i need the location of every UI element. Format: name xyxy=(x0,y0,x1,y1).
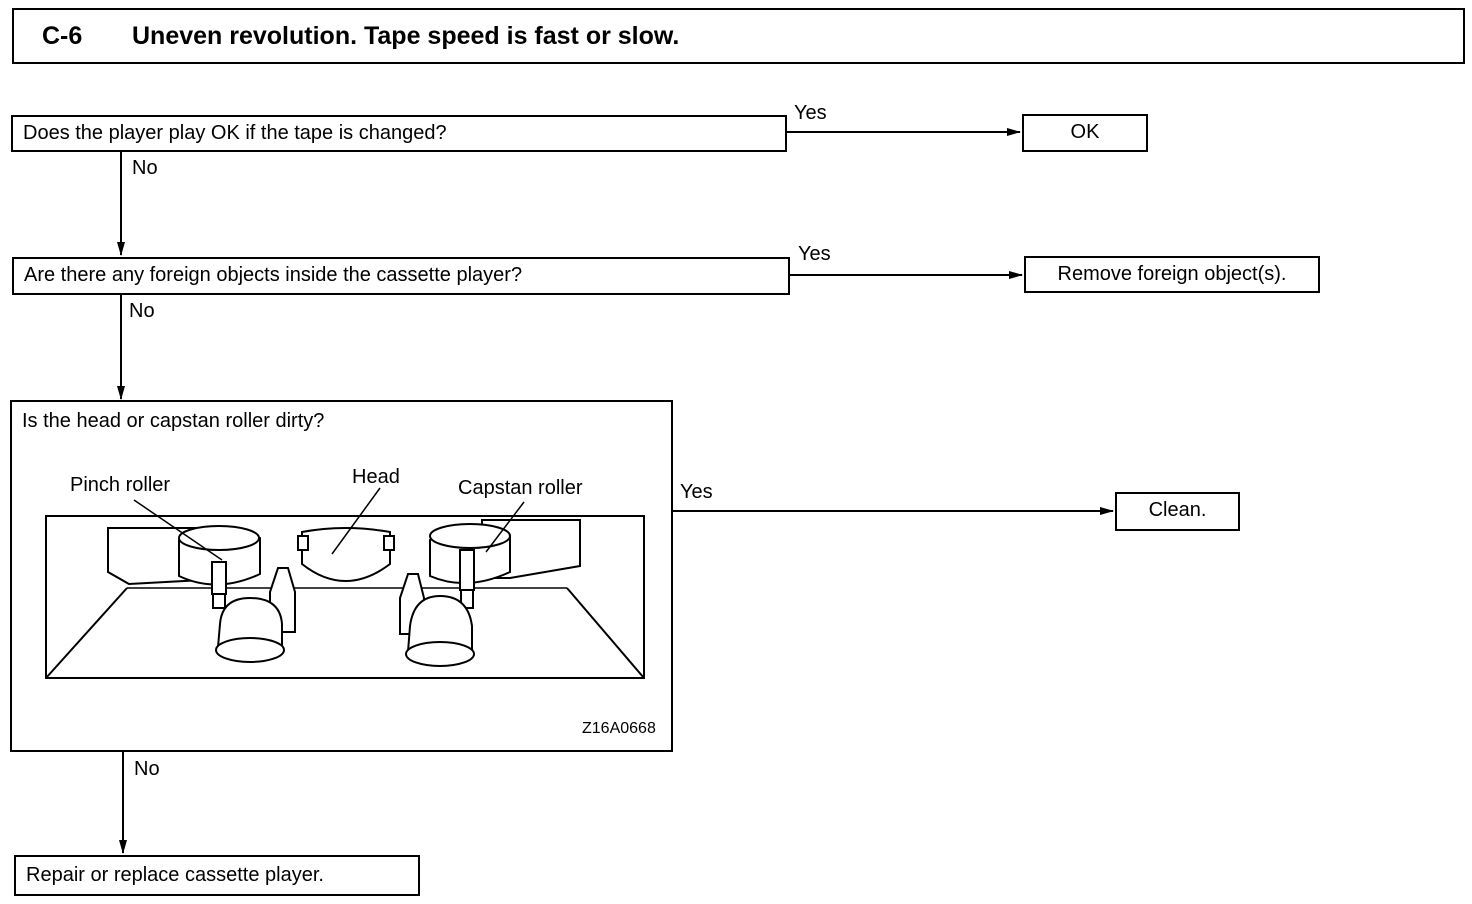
no-label-3: No xyxy=(134,758,160,780)
cassette-mechanism-figure xyxy=(45,487,645,679)
section-code: C-6 xyxy=(42,22,83,50)
title-box: C-6 Uneven revolution. Tape speed is fas… xyxy=(12,8,1465,64)
question-box-3: Is the head or capstan roller dirty? xyxy=(10,400,673,752)
capstan-roller-label: Capstan roller xyxy=(458,477,583,499)
question-text-1: Does the player play OK if the tape is c… xyxy=(23,122,447,144)
result-box-1: OK xyxy=(1022,114,1148,152)
figure-code: Z16A0668 xyxy=(582,720,656,737)
question-box-2: Are there any foreign objects inside the… xyxy=(12,257,790,295)
yes-label-1: Yes xyxy=(794,102,827,124)
head-label: Head xyxy=(352,466,400,488)
question-text-3: Is the head or capstan roller dirty? xyxy=(22,410,325,432)
no-label-2: No xyxy=(129,300,155,322)
yes-label-3: Yes xyxy=(680,481,713,503)
result-text-1: OK xyxy=(1070,121,1100,143)
page-title: Uneven revolution. Tape speed is fast or… xyxy=(132,22,680,50)
result-box-2: Remove foreign object(s). xyxy=(1024,256,1320,293)
final-action-box: Repair or replace cassette player. xyxy=(14,855,420,896)
final-action-text: Repair or replace cassette player. xyxy=(26,864,324,886)
result-text-2: Remove foreign object(s). xyxy=(1057,263,1287,285)
pinch-roller-label: Pinch roller xyxy=(70,474,171,496)
no-label-1: No xyxy=(132,157,158,179)
result-text-3: Clean. xyxy=(1148,499,1207,521)
question-box-1: Does the player play OK if the tape is c… xyxy=(11,115,787,152)
yes-label-2: Yes xyxy=(798,243,831,265)
result-box-3: Clean. xyxy=(1115,492,1240,531)
question-text-2: Are there any foreign objects inside the… xyxy=(24,264,523,286)
